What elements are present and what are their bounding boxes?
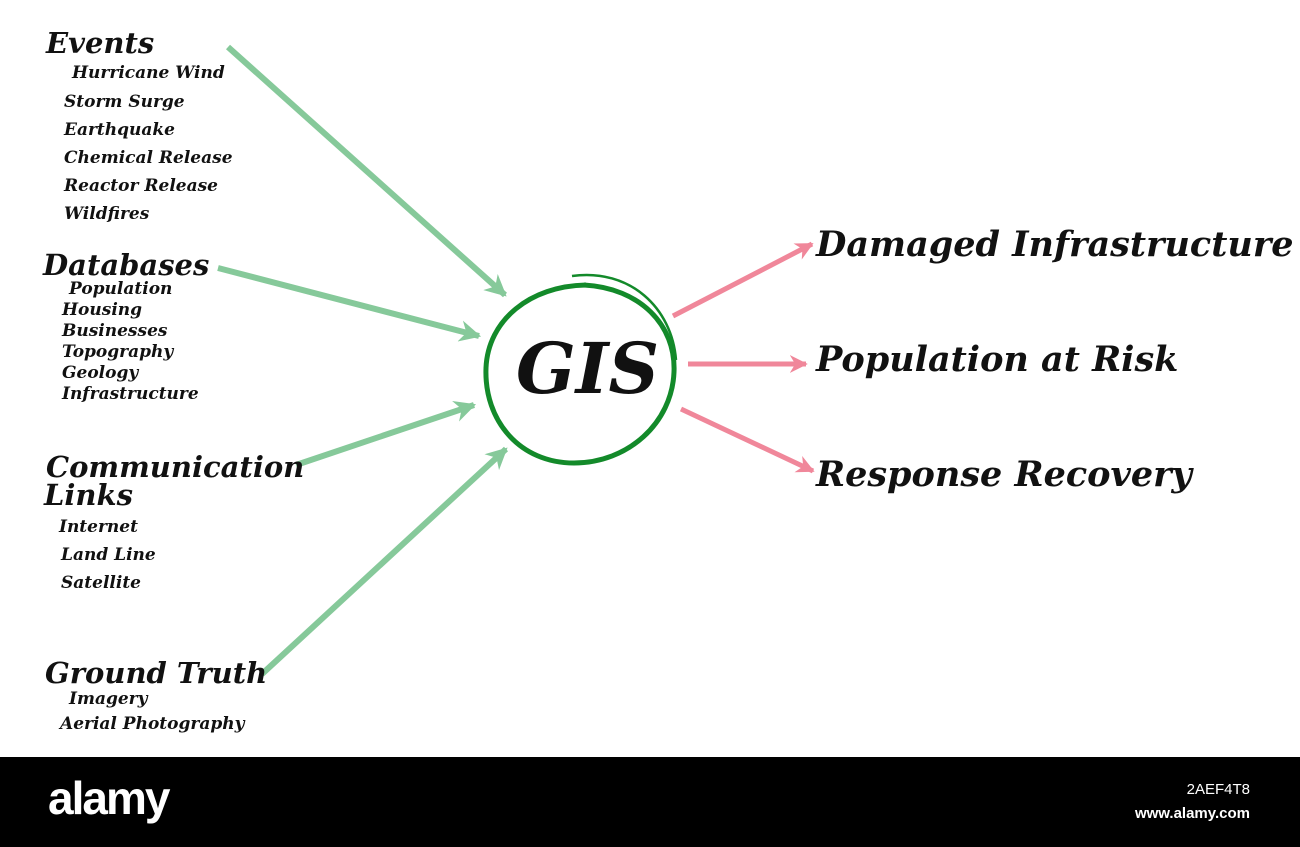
gis-circle-tail	[571, 273, 678, 361]
databases-item: Businesses	[62, 321, 168, 341]
output-response-recovery: Response Recovery	[816, 454, 1192, 495]
databases-item: Topography	[62, 342, 174, 362]
communication-item: Satellite	[61, 573, 142, 593]
watermark-footer: alamy 2AEF4T8 www.alamy.com	[0, 757, 1300, 847]
arrow-response-recovery	[679, 406, 815, 474]
databases-item: Population	[69, 279, 173, 299]
events-item: Chemical Release	[64, 148, 233, 168]
databases-item: Infrastructure	[62, 384, 199, 404]
gis-label: GIS	[516, 327, 660, 410]
databases-heading: Databases	[43, 248, 210, 282]
events-item: Earthquake	[64, 120, 175, 140]
communication-item: Internet	[59, 517, 138, 537]
arrow-damaged-infrastructure	[671, 241, 814, 319]
events-item: Storm Surge	[64, 92, 185, 112]
output-population-at-risk: Population at Risk	[816, 339, 1179, 380]
ground-truth-item: Aerial Photography	[60, 714, 245, 734]
ground-truth-item: Imagery	[69, 689, 148, 709]
arrow-communication-links	[295, 400, 477, 468]
events-item: Reactor Release	[64, 176, 218, 196]
image-id: 2AEF4T8	[1186, 781, 1250, 798]
ground-truth-heading: Ground Truth	[45, 656, 268, 690]
events-item: Wildfires	[64, 204, 150, 224]
output-damaged-infrastructure: Damaged Infrastructure	[816, 224, 1294, 265]
communication-links-heading: Communication	[46, 450, 305, 484]
events-heading: Events	[46, 26, 155, 60]
site-url: www.alamy.com	[1134, 805, 1250, 822]
communication-links-heading-line2: Links	[44, 478, 133, 512]
arrow-ground-truth	[259, 446, 509, 677]
gis-circle	[483, 282, 677, 466]
communication-item: Land Line	[61, 545, 156, 565]
events-item: Hurricane Wind	[72, 63, 225, 83]
databases-item: Geology	[62, 363, 139, 383]
databases-item: Housing	[62, 300, 143, 320]
gis-diagram: GIS Events Hurricane Wind Storm Surge Ea…	[43, 26, 1294, 734]
diagram-graphics	[217, 44, 815, 677]
arrow-events	[225, 44, 508, 298]
arrow-databases	[217, 265, 482, 342]
alamy-logo: alamy	[48, 772, 170, 824]
